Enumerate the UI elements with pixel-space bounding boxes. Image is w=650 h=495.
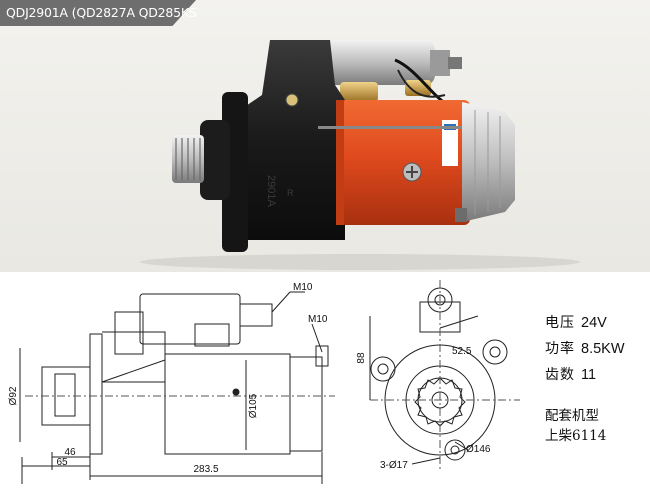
dimension-drawing: M10 M10 Ø92 Ø105 46 65 283.5 88 52.5 Ø14… <box>8 280 520 484</box>
technical-drawing: M10 M10 Ø92 Ø105 46 65 283.5 88 52.5 Ø14… <box>0 272 650 490</box>
title-tab <box>0 0 196 26</box>
side-housing-block <box>114 311 144 355</box>
side-solenoid-cap <box>239 303 273 327</box>
front-hole-bottom <box>450 445 460 455</box>
starter-motor-illustration: 2901A R <box>140 40 580 270</box>
side-housing-top <box>101 331 166 383</box>
label-dia-105: Ø105 <box>248 393 259 418</box>
side-terminal <box>194 323 230 347</box>
side-right-terminal <box>315 345 329 367</box>
spec-value: 11 <box>581 367 597 383</box>
front-ear-bottom <box>444 439 466 461</box>
drive-housing <box>240 40 345 240</box>
front-hole-right <box>489 346 501 358</box>
front-hole-top <box>434 294 446 306</box>
spec-row-voltage: 电压 24V <box>545 312 607 332</box>
solenoid-body <box>320 40 435 85</box>
side-bolt <box>232 388 240 396</box>
label-m10-top: M10 <box>293 282 313 293</box>
label-88: 88 <box>356 352 367 364</box>
spec-list: 电压 24V 功率 8.5KW 齿数 11 配套机型 上柴6114 <box>545 272 650 490</box>
label-146: Ø146 <box>466 444 491 455</box>
motor-band <box>336 100 344 225</box>
fitment-label: 配套机型 <box>545 408 599 424</box>
spec-label: 齿数 <box>545 367 575 383</box>
label-dia-92: Ø92 <box>8 386 19 405</box>
side-motor <box>164 353 291 455</box>
spec-row-power: 功率 8.5KW <box>545 338 625 358</box>
spec-label: 功率 <box>545 341 575 357</box>
product-title: QDJ2901A (QD2827A QD285KS <box>6 5 197 20</box>
label-m10-right: M10 <box>308 314 328 325</box>
product-photo: 2901A R QDJ2901A (QD2827A QD285KS <box>0 0 650 272</box>
motor-label <box>442 120 458 166</box>
through-rod <box>318 126 508 129</box>
end-cover-ribs <box>474 110 501 215</box>
housing-letter: R <box>287 188 294 198</box>
leader-holes <box>411 457 441 465</box>
bolt-hole <box>296 56 304 64</box>
wire-2 <box>397 69 446 98</box>
front-ear-left <box>370 356 396 382</box>
leader-m10-right <box>311 323 323 353</box>
leader-m10-top <box>271 291 291 313</box>
side-pinion <box>54 373 76 417</box>
solenoid-cap <box>430 50 450 76</box>
front-gear <box>414 377 466 427</box>
label-65: 65 <box>56 457 68 468</box>
bolt-head <box>285 93 299 107</box>
label-52: 52.5 <box>452 346 472 357</box>
label-holes: 3-Ø17 <box>380 460 408 471</box>
solenoid-terminal <box>448 57 462 69</box>
motor-frame <box>340 100 470 225</box>
spec-label: 电压 <box>545 315 575 331</box>
brass-terminal <box>340 82 378 102</box>
spec-value: 24V <box>581 315 607 331</box>
housing-marking: 2901A <box>265 175 277 207</box>
gear-teeth <box>175 138 201 180</box>
side-solenoid <box>139 293 241 345</box>
side-flange <box>89 333 103 455</box>
side-endcover <box>289 356 323 452</box>
label-46: 46 <box>64 447 76 458</box>
fitment-value: 上柴6114 <box>545 428 607 444</box>
shadow <box>140 254 580 270</box>
spec-value: 8.5KW <box>581 341 625 357</box>
end-bolt <box>455 208 467 222</box>
front-hole-left <box>377 363 389 375</box>
label-283: 283.5 <box>193 464 218 475</box>
spec-row-teeth: 齿数 11 <box>545 364 596 384</box>
dim-52-line <box>439 315 479 329</box>
front-ear-right <box>482 339 508 365</box>
leader-146 <box>454 441 469 451</box>
nose-cylinder <box>200 120 230 200</box>
